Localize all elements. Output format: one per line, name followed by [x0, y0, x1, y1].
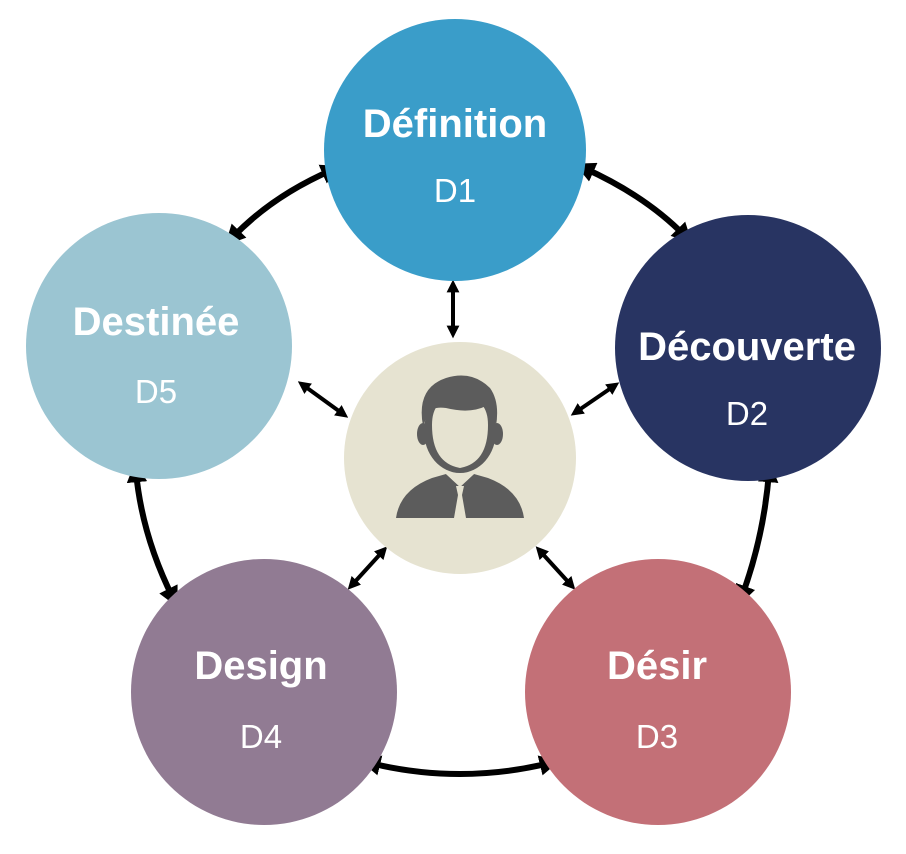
arrow-center-d5	[297, 381, 349, 418]
node-title: Destinée	[73, 300, 240, 344]
node-title: Désir	[607, 644, 707, 688]
arrow-center-d3	[535, 546, 576, 590]
node-circle	[26, 213, 292, 479]
node-decouverte: Découverte D2	[615, 215, 881, 481]
cycle-arrows	[126, 162, 779, 777]
arrow-d4-d3	[360, 755, 560, 777]
center-arrows	[297, 279, 620, 590]
node-circle	[525, 559, 791, 825]
node-code: D3	[636, 718, 678, 755]
node-code: D4	[240, 718, 282, 755]
user-icon	[396, 375, 524, 524]
node-design: Design D4	[131, 559, 397, 825]
node-title: Définition	[363, 102, 547, 146]
node-circle	[131, 559, 397, 825]
arrow-center-d2	[570, 382, 620, 416]
node-code: D1	[434, 172, 476, 209]
arrow-d5-d4	[126, 461, 178, 608]
node-desir: Désir D3	[525, 559, 791, 825]
arrow-d2-d3	[735, 461, 779, 606]
node-circle	[324, 19, 586, 281]
arrow-d1-d2	[574, 162, 693, 244]
node-code: D5	[135, 373, 177, 410]
node-definition: Définition D1	[324, 19, 586, 281]
node-title: Découverte	[638, 325, 856, 369]
node-title: Design	[194, 644, 327, 688]
arrow-d1-d5	[224, 164, 342, 246]
node-circle	[615, 215, 881, 481]
node-destinee: Destinée D5	[26, 213, 292, 479]
arrow-center-d4	[347, 546, 388, 590]
node-code: D2	[726, 395, 768, 432]
center-node	[344, 342, 576, 574]
